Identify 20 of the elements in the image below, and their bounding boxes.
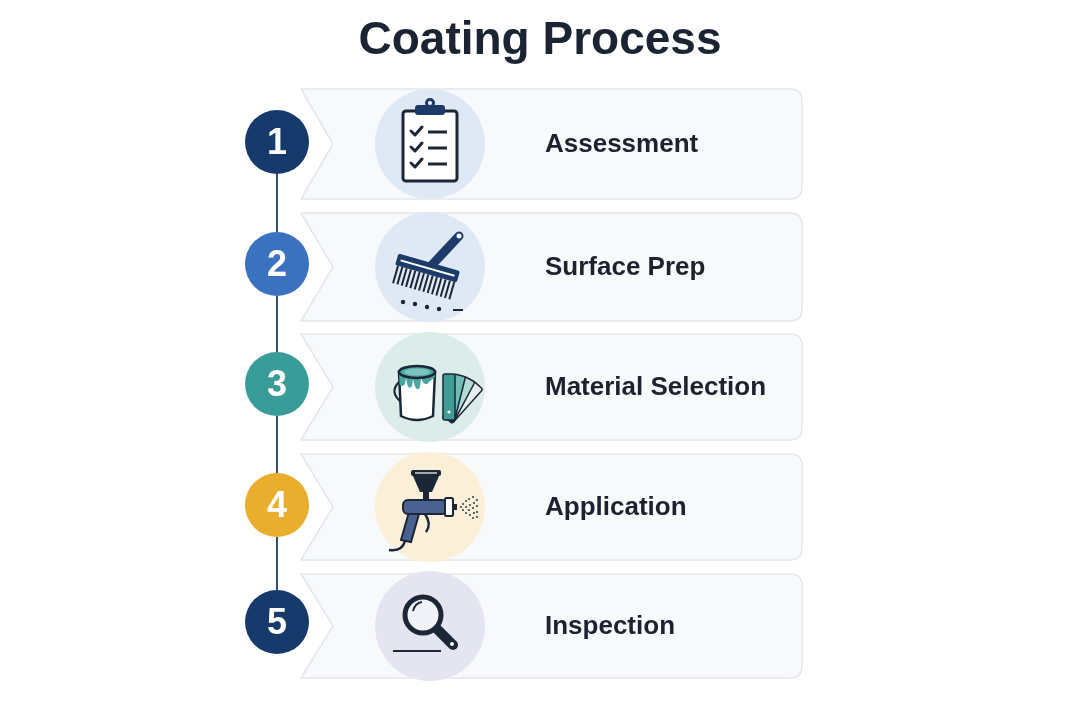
step-number: 5 [245,590,309,654]
connector-line [276,295,278,353]
step-card [300,212,803,322]
step-card [300,453,803,561]
step-card [300,333,803,441]
connector-line [276,173,278,233]
step-label: Application [545,491,687,523]
step-label: Inspection [545,610,675,642]
step-label: Material Selection [545,371,767,403]
step-number: 2 [245,232,309,296]
title: Coating Process [358,12,722,65]
step-card [300,573,803,679]
step-card [300,88,803,200]
step-label: Surface Prep [545,251,706,283]
step-number: 4 [245,473,309,537]
step-label: Assessment [545,128,699,160]
step-number: 1 [245,110,309,174]
connector-line [276,415,278,474]
connector-line [276,536,278,591]
step-number: 3 [245,352,309,416]
